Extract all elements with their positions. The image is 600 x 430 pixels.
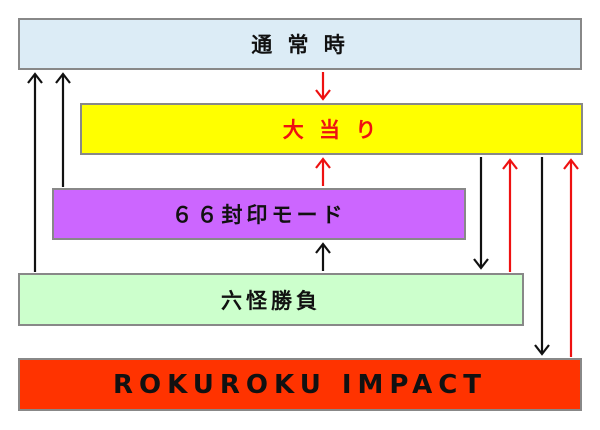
edge-seal-to-jackpot	[315, 157, 331, 186]
edge-jackpot-to-battle	[473, 157, 489, 270]
edge-normal-to-jackpot	[315, 72, 331, 101]
node-rokkai-battle: 六怪勝負	[18, 273, 524, 326]
node-rokuroku-impact: ROKUROKU IMPACT	[18, 358, 582, 411]
edge-battle-to-jackpot	[502, 158, 518, 272]
node-rokkai-battle-label: 六怪勝負	[221, 288, 321, 313]
edge-battle-to-seal	[315, 242, 331, 271]
edge-seal-to-normal	[55, 72, 71, 187]
node-jackpot: 大 当 り	[80, 103, 583, 155]
node-normal-state: 通 常 時	[18, 18, 582, 70]
node-66-seal-mode-label: ６６封印モード	[171, 203, 347, 227]
edge-battle-to-normal	[27, 72, 43, 272]
edge-impact-to-jackpot	[563, 158, 579, 357]
node-jackpot-label: 大 当 り	[282, 118, 381, 142]
edge-jackpot-to-impact	[534, 157, 550, 356]
node-66-seal-mode: ６６封印モード	[52, 188, 466, 240]
node-rokuroku-impact-label: ROKUROKU IMPACT	[112, 369, 488, 400]
node-normal-state-label: 通 常 時	[251, 33, 349, 57]
